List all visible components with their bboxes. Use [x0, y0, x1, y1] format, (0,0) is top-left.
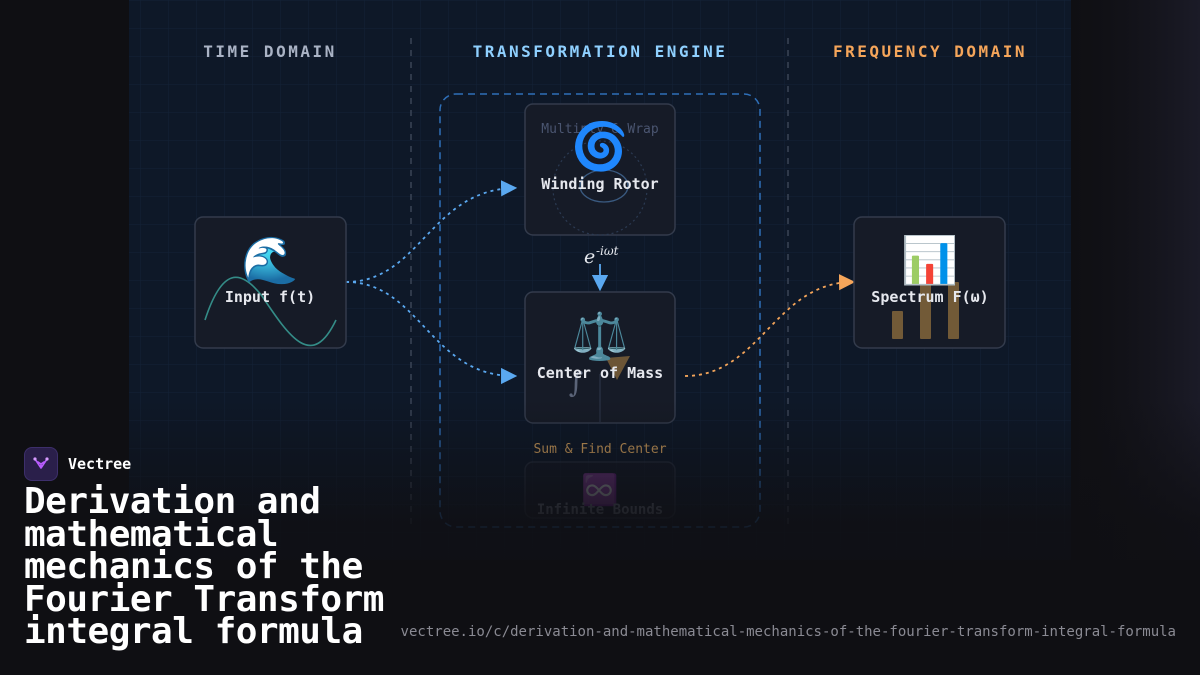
sine-wave-decoration — [204, 276, 337, 347]
spectrum-node[interactable]: 📊 Spectrum F(ω) — [853, 216, 1006, 349]
input-node-box — [194, 216, 347, 349]
winding-rotor-node[interactable]: Multiply & Wrap 🌀 Winding Rotor — [524, 103, 676, 236]
spectrum-bar-decoration — [920, 282, 931, 339]
spectrum-bar-decoration — [892, 311, 903, 339]
vectree-logo-icon — [24, 447, 58, 481]
flow-input-to-winding — [345, 180, 518, 283]
transformation-engine-header: TRANSFORMATION ENGINE — [473, 42, 728, 61]
bar-chart-icon: 📊 — [901, 233, 958, 287]
center-pointer-decoration — [606, 356, 630, 380]
rotor-exponent-power: -iωt — [596, 244, 619, 258]
flow-center-to-spectrum — [684, 274, 856, 377]
rotor-orbit-decoration — [552, 140, 648, 236]
sum-find-center-label: Sum & Find Center — [533, 442, 666, 457]
infinite-bounds-node[interactable]: ♾️ Infinite Bounds — [524, 461, 676, 519]
spectrum-label: Spectrum F(ω) — [871, 288, 988, 306]
wave-icon: 🌊 — [241, 233, 298, 287]
infinite-bounds-label: Infinite Bounds — [537, 502, 663, 518]
spiral-icon: 🌀 — [571, 118, 628, 173]
center-of-mass-node[interactable]: ∫ ⚖️ Center of Mass — [524, 291, 676, 424]
winding-rotor-box — [524, 103, 676, 236]
spectrum-bar-decoration — [948, 282, 959, 339]
time-domain-header: TIME DOMAIN — [203, 42, 336, 61]
integral-symbol: ∫ — [569, 366, 584, 399]
rotor-winding-decoration — [579, 169, 629, 203]
frequency-domain-header: FREQUENCY DOMAIN — [833, 42, 1027, 61]
right-shade — [1071, 0, 1200, 560]
page-title: Derivation and mathematical mechanics of… — [24, 481, 384, 652]
scales-icon: ⚖️ — [571, 309, 628, 363]
flow-input-to-center — [345, 281, 518, 385]
input-node[interactable]: 🌊 Input f(t) — [194, 216, 347, 349]
page-url[interactable]: vectree.io/c/derivation-and-mathematical… — [400, 624, 1176, 640]
brand[interactable]: Vectree — [24, 447, 131, 481]
center-of-mass-label: Center of Mass — [537, 364, 663, 382]
rotor-exponent-base: e — [584, 246, 595, 268]
winding-caption: Multiply & Wrap — [541, 122, 659, 137]
input-node-label: Input f(t) — [225, 288, 315, 306]
winding-rotor-label: Winding Rotor — [541, 175, 658, 193]
tree-logo-icon — [33, 457, 49, 469]
brand-name: Vectree — [68, 455, 132, 473]
